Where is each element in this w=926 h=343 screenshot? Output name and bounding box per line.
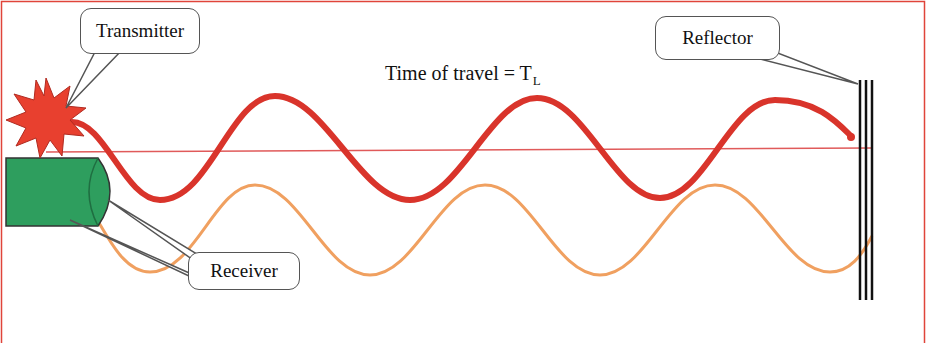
receiver-block	[6, 158, 110, 226]
callout-tail	[66, 50, 122, 108]
callout-text: Receiver	[210, 260, 278, 282]
transmitted-wave	[72, 96, 850, 200]
callout-box: Reflector	[655, 16, 780, 60]
reflector-plate	[860, 80, 872, 300]
transmitter-burst	[6, 78, 86, 158]
caption-text: Time of travel = T	[385, 62, 532, 85]
callout-text: Reflector	[682, 27, 753, 49]
callout-box: Transmitter	[80, 8, 200, 54]
callout-tail	[70, 220, 206, 284]
receiver-dish	[89, 158, 98, 226]
callout-box: Receiver	[188, 252, 300, 290]
subscript: L	[533, 73, 541, 89]
callout-text: Transmitter	[96, 20, 184, 42]
wave-end	[847, 133, 855, 141]
axis-line	[46, 148, 872, 152]
